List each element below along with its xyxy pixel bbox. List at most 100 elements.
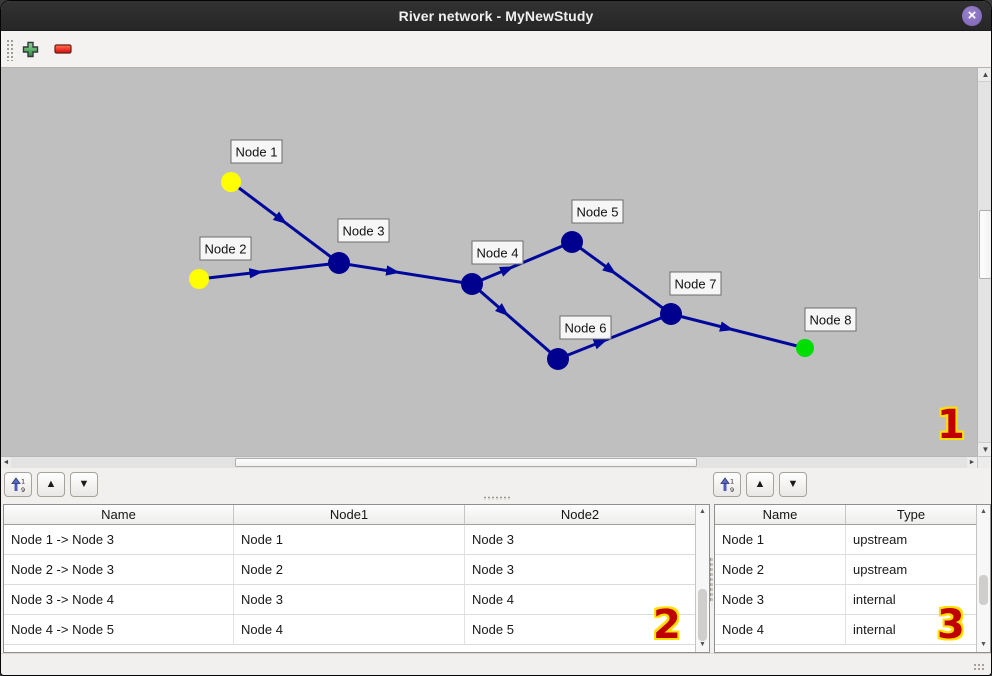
scroll-up-arrow[interactable]: ▲ [699, 508, 706, 515]
canvas-vertical-scrollbar[interactable]: ▲ ▼ [977, 68, 991, 456]
node-label-box [559, 315, 612, 340]
edge[interactable] [198, 261, 340, 281]
column-header-name[interactable]: Name [715, 505, 846, 525]
table-cell[interactable]: internal [853, 592, 896, 607]
column-header-node1[interactable]: Node1 [234, 505, 465, 525]
titlebar[interactable]: River network - MyNewStudy × [1, 1, 991, 31]
scroll-right-arrow[interactable]: ► [967, 457, 977, 468]
table-cell[interactable]: Node 2 -> Node 3 [4, 555, 234, 584]
table-cell[interactable]: Node 2 [715, 555, 846, 584]
table-row[interactable]: Node 2 upstream [715, 555, 976, 585]
scroll-left-arrow[interactable]: ◄ [1, 457, 11, 468]
table-cell[interactable]: upstream [853, 562, 908, 577]
table-row[interactable]: Node 3 internal [715, 585, 976, 615]
table-cell[interactable]: upstream [853, 532, 908, 547]
up-triangle-icon: ▲ [45, 478, 57, 490]
scroll-up-arrow[interactable]: ▲ [980, 508, 987, 515]
table-cell[interactable]: Node 4 [472, 592, 514, 607]
table-cell[interactable]: Node 3 [715, 585, 846, 614]
edge-arrow-icon [592, 339, 608, 350]
table-cell[interactable]: Node 3 -> Node 4 [4, 585, 234, 614]
table-cell[interactable]: Node 5 [472, 622, 514, 637]
node-node-4[interactable] [461, 273, 483, 295]
move-link-up-button[interactable]: ▲ [37, 472, 65, 497]
table-cell[interactable]: Node 3 [472, 562, 514, 577]
edge[interactable] [670, 312, 806, 350]
node-node-8[interactable] [796, 339, 814, 357]
node-node-3[interactable] [328, 252, 350, 274]
node-node-1[interactable] [221, 172, 241, 192]
sort-nodes-button[interactable]: 1 9 [713, 472, 741, 497]
edge-arrow-icon [719, 321, 734, 332]
edge[interactable] [338, 261, 473, 286]
canvas-horizontal-scrollbar[interactable]: ◄ ► [1, 456, 977, 468]
table-cell[interactable]: Node 4 -> Node 5 [4, 615, 234, 644]
node-node-7[interactable] [660, 303, 682, 325]
toolbar-drag-handle[interactable] [6, 39, 14, 61]
move-node-up-button[interactable]: ▲ [746, 472, 774, 497]
scroll-down-arrow[interactable]: ▼ [980, 641, 987, 648]
scroll-down-arrow[interactable]: ▼ [699, 641, 706, 648]
node-label-box [669, 271, 722, 296]
node-label: Node 2 [205, 242, 247, 257]
edge-arrow-icon [499, 266, 514, 277]
edge[interactable] [471, 282, 559, 361]
nodes-table-scrollbar[interactable]: ▲ ▼ [976, 505, 990, 652]
vertical-splitter-handle[interactable] [709, 557, 713, 601]
node-label: Node 3 [343, 224, 385, 239]
move-node-down-button[interactable]: ▼ [779, 472, 807, 497]
node-node-6[interactable] [547, 348, 569, 370]
scrollbar-thumb[interactable] [698, 589, 707, 641]
node-label-box [337, 218, 390, 243]
table-row[interactable]: Node 4 internal [715, 615, 976, 645]
horizontal-splitter-handle[interactable] [483, 496, 511, 500]
node-node-5[interactable] [561, 231, 583, 253]
node-label-box [571, 199, 624, 224]
sort-links-button[interactable]: 1 9 [4, 472, 32, 497]
column-header-name[interactable]: Name [4, 505, 234, 525]
move-link-down-button[interactable]: ▼ [70, 472, 98, 497]
scroll-up-arrow[interactable]: ▲ [978, 68, 991, 82]
main-toolbar [1, 31, 991, 68]
table-cell[interactable]: Node 3 [472, 532, 514, 547]
node-label: Node 4 [477, 246, 519, 261]
add-button[interactable] [16, 35, 44, 63]
links-table-scrollbar[interactable]: ▲ ▼ [695, 505, 709, 652]
table-row[interactable]: Node 1 upstream [715, 525, 976, 555]
table-cell[interactable]: Node 3 [234, 585, 465, 614]
vertical-scrollbar-thumb[interactable] [979, 210, 991, 279]
down-triangle-icon: ▼ [78, 478, 90, 490]
horizontal-scrollbar-thumb[interactable] [235, 458, 697, 467]
edge-arrow-icon [272, 211, 288, 225]
tables-toolbar: 1 9 ▲ ▼ 1 9 ▲ ▼ [1, 468, 991, 504]
node-node-2[interactable] [189, 269, 209, 289]
table-cell[interactable]: internal [853, 622, 896, 637]
table-cell[interactable]: Node 1 [234, 525, 465, 554]
column-header-type[interactable]: Type [846, 505, 976, 525]
edge[interactable] [557, 312, 672, 361]
table-cell[interactable]: Node 4 [715, 615, 846, 644]
close-button[interactable]: × [962, 6, 982, 26]
table-cell[interactable]: Node 4 [234, 615, 465, 644]
scrollbar-thumb[interactable] [979, 575, 988, 605]
edge[interactable] [571, 240, 672, 316]
node-label-box [471, 240, 524, 265]
resize-grip[interactable] [973, 663, 985, 672]
table-cell[interactable]: Node 2 [234, 555, 465, 584]
table-cell[interactable]: Node 1 [715, 525, 846, 554]
table-cell[interactable]: Node 1 -> Node 3 [4, 525, 234, 554]
edge-arrow-icon [248, 268, 264, 279]
scroll-down-arrow[interactable]: ▼ [978, 442, 991, 456]
column-header-node2[interactable]: Node2 [465, 505, 695, 525]
remove-button[interactable] [49, 35, 77, 63]
